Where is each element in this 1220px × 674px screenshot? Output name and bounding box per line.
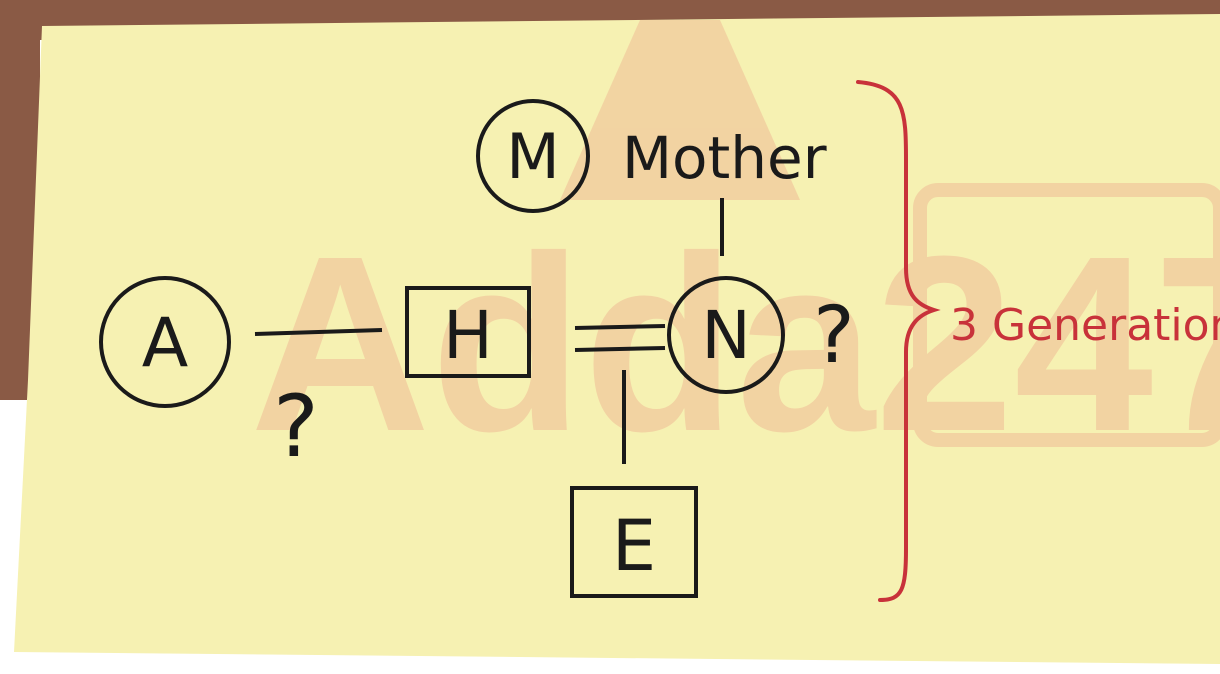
node-a: A [99, 276, 231, 408]
watermark-text: Adda247 [250, 204, 1220, 483]
generations-brace [856, 80, 941, 602]
node-e-label: E [612, 505, 656, 587]
node-h-box [405, 286, 531, 378]
node-a-label: A [142, 304, 189, 383]
node-m-label: M [506, 120, 560, 193]
sticky-note-paper [14, 14, 1220, 664]
node-h-label: H [443, 297, 493, 374]
mother-label: Mother [622, 124, 827, 192]
watermark-shape [560, 20, 800, 200]
node-e-box [570, 486, 698, 598]
a-h-unknown-mark: ? [273, 377, 319, 477]
marriage-line-bottom [574, 346, 666, 352]
generations-label: 3 Generations [950, 300, 1220, 351]
n-unknown-mark: ? [813, 291, 854, 381]
node-m-circle [476, 99, 590, 213]
node-n-label: N [701, 297, 750, 374]
node-n-circle [667, 276, 785, 394]
node-n: N [667, 276, 785, 394]
a-h-link [254, 328, 383, 336]
node-h: H [405, 286, 531, 378]
node-m: M [476, 99, 590, 213]
marriage-line-top [574, 324, 666, 330]
node-e: E [570, 486, 698, 598]
node-a-circle [99, 276, 231, 408]
